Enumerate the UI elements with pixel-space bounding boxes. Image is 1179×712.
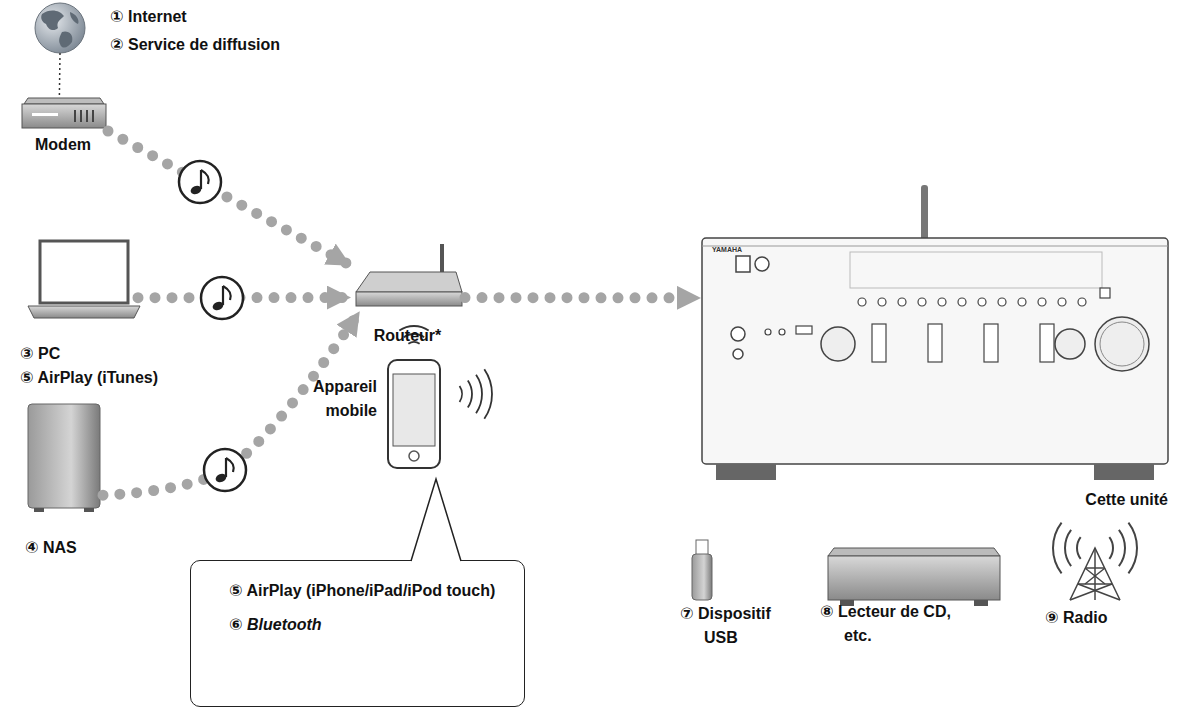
bubble-pointer-line	[411, 479, 461, 561]
modem-node: Modem	[18, 95, 108, 131]
panel-button	[1078, 298, 1086, 306]
radio-tower-icon	[1053, 523, 1137, 600]
device-label: ② Service de diffusion	[110, 33, 280, 57]
cd-node: ⑧ Lecteur de CD, etc.	[828, 540, 1000, 606]
stream-arrow	[108, 131, 350, 265]
panel-button	[878, 298, 886, 306]
wireless-wave	[476, 375, 482, 413]
panel-button	[1058, 298, 1066, 306]
device-label: Modem	[8, 133, 118, 157]
device-label: ⑨ Radio	[1045, 606, 1107, 630]
usb-node: ⑦ Dispositif USB	[688, 538, 714, 602]
phone-icon	[388, 326, 492, 468]
usb-icon	[692, 540, 712, 600]
wireless-wave	[484, 369, 492, 419]
globe-node: ① Internet② Service de diffusion	[35, 3, 85, 53]
panel-button	[1018, 298, 1026, 306]
panel-button	[978, 298, 986, 306]
radio-wave	[1065, 530, 1071, 566]
panel-button	[998, 298, 1006, 306]
stream-arrow	[465, 292, 700, 303]
radio-wave	[1109, 537, 1113, 559]
device-label: ⑦ Dispositif USB	[680, 602, 790, 650]
panel-button	[938, 298, 946, 306]
panel-button	[898, 298, 906, 306]
device-label: Cette unité	[1085, 488, 1168, 512]
cd-player-icon	[828, 548, 1000, 606]
router-node: Routeur*	[350, 240, 465, 312]
music-note-badge	[179, 161, 221, 203]
radio-wave	[1119, 530, 1125, 566]
device-label: ⑥ Bluetooth	[229, 613, 499, 637]
radio-wave	[1053, 523, 1062, 574]
panel-button	[858, 298, 866, 306]
callout-bubble: ⑤ AirPlay (iPhone/iPad/iPod touch) ⑥ Blue…	[190, 560, 525, 707]
stream-arrow	[103, 312, 359, 495]
device-label: ⑤ AirPlay (iTunes)	[20, 366, 158, 390]
wireless-wave	[468, 380, 472, 407]
radio-node: ⑨ Radio	[1045, 506, 1145, 602]
bubble-pointer	[411, 477, 461, 563]
nas-node: ④ NAS	[25, 400, 103, 512]
device-label: ⑤ AirPlay (iPhone/iPad/iPod touch)	[229, 579, 499, 603]
device-label: Routeur*	[340, 324, 475, 348]
receiver-node: Cette unité	[700, 180, 1170, 480]
mobile-node: Appareil mobile	[385, 355, 441, 471]
device-label: ③ PC	[20, 342, 60, 366]
nas-icon	[28, 404, 100, 512]
radio-wave	[1077, 537, 1081, 559]
pc-node: ③ PC⑤ AirPlay (iTunes)	[22, 238, 138, 322]
wireless-wave	[460, 386, 462, 402]
globe-icon	[35, 3, 85, 53]
modem-icon	[22, 98, 106, 128]
link-line	[59, 53, 61, 95]
brand-label: YAMAHA	[712, 246, 742, 253]
music-note-badge	[204, 449, 246, 491]
device-label: ① Internet	[110, 5, 187, 29]
laptop-icon	[28, 241, 140, 318]
radio-wave	[1128, 523, 1137, 574]
device-label: Appareil mobile	[303, 375, 377, 423]
panel-button	[1038, 298, 1046, 306]
device-label: ④ NAS	[25, 536, 77, 560]
music-note-badge	[201, 277, 243, 319]
bubble-pointer-fill	[411, 479, 461, 563]
device-label: ⑧ Lecteur de CD, etc.	[820, 600, 970, 648]
receiver-icon	[702, 185, 1168, 480]
panel-button	[918, 298, 926, 306]
panel-button	[958, 298, 966, 306]
router-icon	[356, 244, 462, 306]
